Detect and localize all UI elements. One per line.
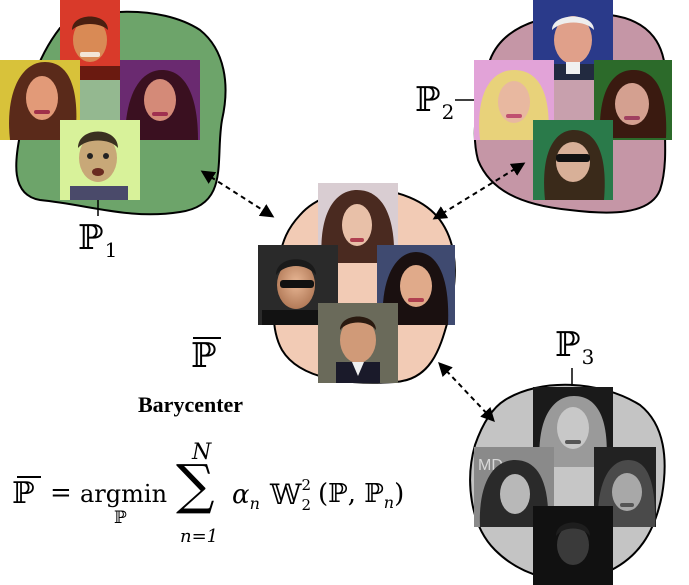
barycenter-face-group: [258, 183, 455, 383]
p2-face-bottom: [533, 120, 613, 200]
formula-argmin: argmin: [80, 480, 168, 508]
p2-label-index: 2: [441, 100, 455, 124]
p2-center-square: [554, 80, 594, 120]
formula-sum-upper: N: [192, 440, 212, 465]
p1-label-symbol: ℙ: [78, 218, 104, 258]
formula-alpha-symbol: α: [232, 480, 250, 510]
barycenter-face-left: [258, 245, 338, 325]
p1-face-bottom: [60, 120, 140, 200]
p2-label-symbol: ℙ: [415, 80, 441, 120]
formula-w-sub: 2: [301, 496, 311, 514]
formula-sum-lower: n=1: [180, 526, 219, 547]
p2-label: ℙ2: [415, 80, 454, 124]
formula-sum-symbol: ∑: [176, 453, 215, 516]
p3-label: ℙ3: [555, 325, 594, 369]
formula-w-sup: 2: [301, 476, 311, 494]
p1-label: ℙ1: [78, 218, 117, 262]
p3-face-group: MD: [474, 387, 656, 585]
p3-face-bottom: [533, 506, 613, 585]
p3-center-square: [554, 466, 594, 506]
barycenter-label: ℙ: [191, 336, 217, 376]
p1-face-group: [0, 0, 200, 200]
formula-args-open: (ℙ, ℙ: [318, 479, 384, 509]
arrow-p1-barycenter: [200, 170, 275, 218]
formula-arguments: (ℙ, ℙn): [318, 479, 404, 512]
formula-args-close: ): [394, 479, 405, 509]
p2-face-group: [474, 0, 672, 200]
p1-center-square: [80, 80, 120, 120]
formula-alpha: αn: [232, 480, 260, 513]
formula-w-symbol: 𝕎: [270, 478, 302, 511]
p1-face-right: [120, 60, 200, 140]
formula-alpha-sub: n: [249, 494, 260, 513]
arrow-p3-barycenter: [438, 361, 495, 423]
formula-lhs: ℙ: [12, 476, 35, 511]
p1-label-index: 1: [104, 238, 118, 262]
formula-args-sub: n: [383, 493, 395, 512]
p2-face-right: [594, 60, 672, 140]
formula-equals: =: [50, 478, 72, 508]
formula-argmin-under: ℙ: [114, 508, 127, 528]
barycenter-caption: Barycenter: [138, 392, 244, 417]
barycenter-label-symbol: ℙ: [191, 336, 217, 376]
p3-label-index: 3: [581, 345, 595, 369]
p3-label-symbol: ℙ: [555, 325, 581, 365]
barycenter-face-bottom: [318, 303, 398, 383]
